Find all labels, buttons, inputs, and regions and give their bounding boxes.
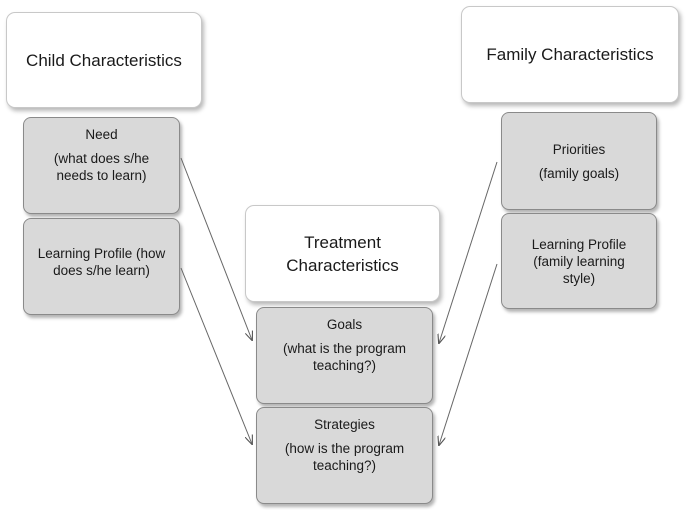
family-learning-profile-box: Learning Profile (family learning style) xyxy=(501,213,657,309)
arrow-need-to-goals xyxy=(180,157,252,340)
family-learning-profile-label: Learning Profile (family learning style) xyxy=(531,236,627,286)
treatment-goals-title: Goals xyxy=(326,317,363,332)
treatment-goals-box: Goals (what is the program teaching?) xyxy=(256,307,433,404)
family-characteristics-label: Family Characteristics xyxy=(486,45,654,64)
arrow-priorities-to-goals xyxy=(439,161,498,343)
treatment-strategies-box: Strategies (how is the program teaching?… xyxy=(256,407,433,504)
arrow-family-profile-to-strategies xyxy=(439,263,498,445)
family-priorities-title: Priorities xyxy=(552,141,606,157)
family-characteristics-header: Family Characteristics xyxy=(461,6,679,103)
child-need-box: Need (what does s/he needs to learn) xyxy=(23,117,180,214)
child-learning-profile-label: Learning Profile (how does s/he learn) xyxy=(37,246,166,278)
treatment-characteristics-label: Treatment Characteristics xyxy=(286,232,399,275)
treatment-strategies-title: Strategies xyxy=(314,417,375,432)
child-learning-profile-box: Learning Profile (how does s/he learn) xyxy=(23,218,180,315)
arrow-child-profile-to-strategies xyxy=(180,267,252,444)
child-characteristics-header: Child Characteristics xyxy=(6,12,202,108)
child-need-subtitle: (what does s/he needs to learn) xyxy=(53,151,150,183)
family-priorities-subtitle: (family goals) xyxy=(538,165,620,181)
child-characteristics-label: Child Characteristics xyxy=(26,50,182,70)
treatment-characteristics-header: Treatment Characteristics xyxy=(245,205,440,302)
family-priorities-box: Priorities (family goals) xyxy=(501,112,657,210)
treatment-goals-subtitle: (what is the program teaching?) xyxy=(282,341,407,373)
child-need-title: Need xyxy=(85,127,118,142)
treatment-strategies-subtitle: (how is the program teaching?) xyxy=(284,441,405,473)
